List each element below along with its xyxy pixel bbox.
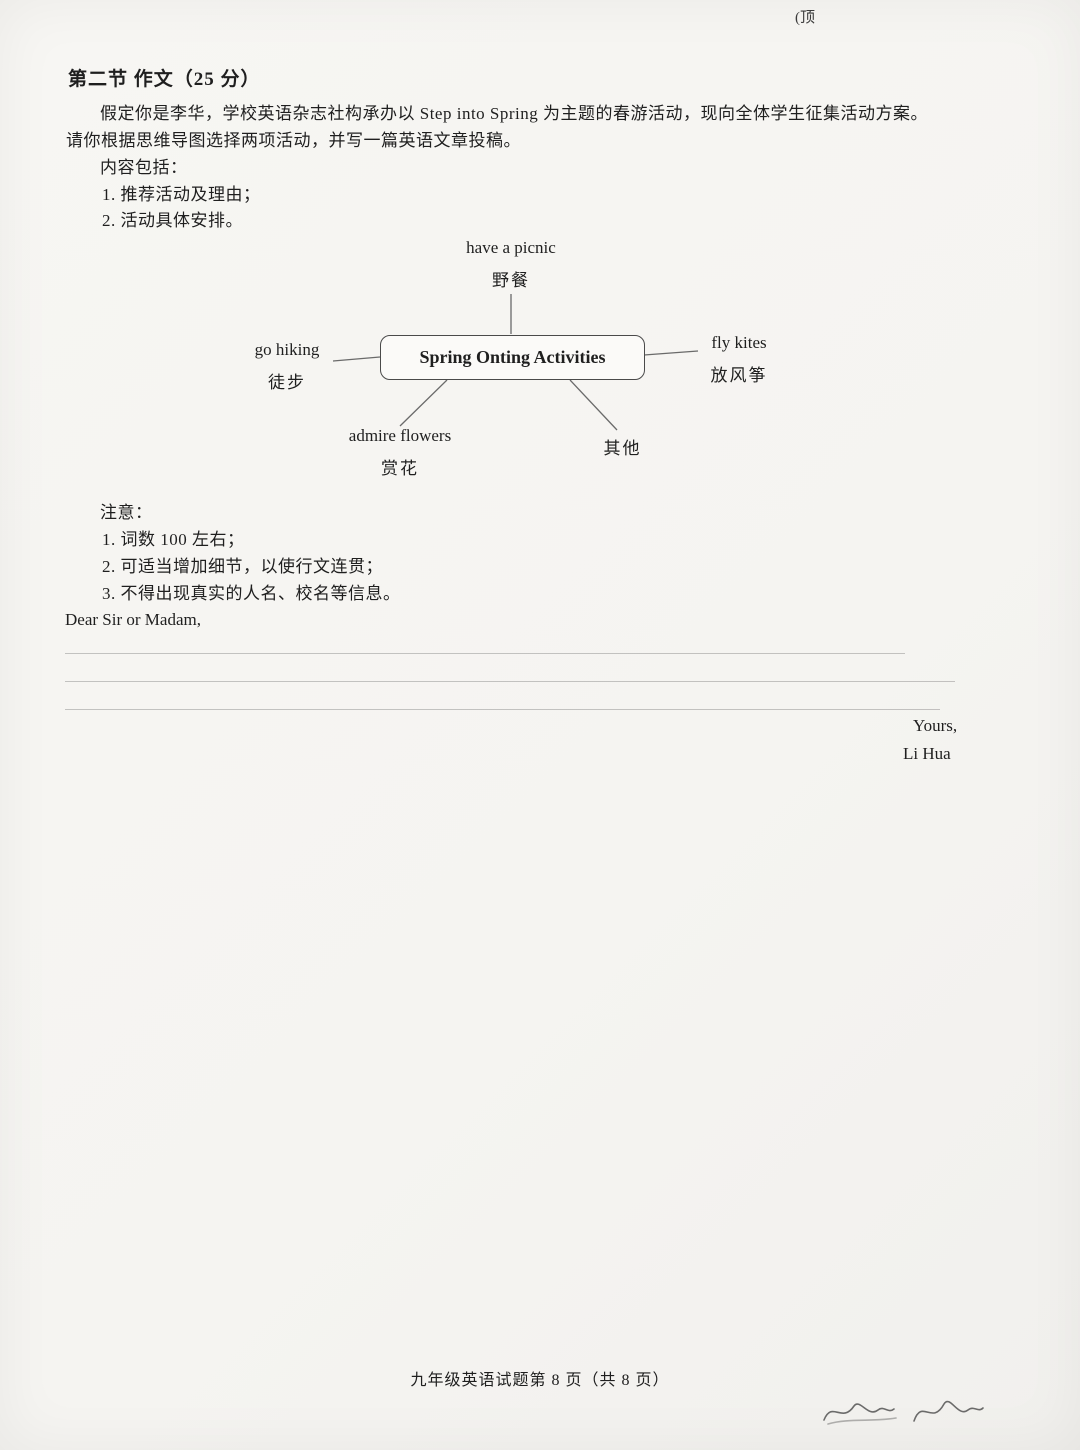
mindmap-node-other: 其他 — [560, 426, 685, 459]
notes-label: 注意： — [100, 503, 153, 522]
picnic-label-en: have a picnic — [466, 238, 556, 257]
letter-salutation: Dear Sir or Madam, — [65, 610, 201, 629]
content-label: 内容包括： — [100, 158, 188, 177]
mindmap-connector-lines — [332, 294, 699, 431]
kites-label-zh: 放风筝 — [710, 366, 768, 385]
note-item-1: 1. 词数 100 左右； — [102, 530, 245, 549]
other-label-zh: 其他 — [603, 439, 642, 458]
corner-note: (顶 — [795, 10, 815, 26]
task-intro-line1: 假定你是李华，学校英语杂志社构承办以 Step into Spring 为主题的… — [100, 104, 929, 123]
note-item-3: 3. 不得出现真实的人名、校名等信息。 — [102, 584, 401, 603]
mindmap-center-label: Spring Onting Activities — [419, 347, 606, 367]
mindmap-node-picnic: have a picnic 野餐 — [380, 238, 642, 291]
mindmap-center-box: Spring Onting Activities — [380, 335, 645, 380]
flowers-label-zh: 赏花 — [381, 459, 419, 478]
task-intro-line2: 请你根据思维导图选择两项活动，并写一篇英语文章投稿。 — [66, 131, 521, 150]
handwriting-scribble-icon — [823, 1400, 984, 1425]
content-item-2: 2. 活动具体安排。 — [102, 211, 243, 230]
section-heading: 第二节 作文（25 分） — [68, 69, 261, 90]
letter-closing: Yours, — [913, 716, 958, 735]
writing-line-1 — [65, 653, 905, 654]
mindmap-node-kites: fly kites 放风筝 — [675, 333, 803, 386]
mindmap: have a picnic 野餐 go hiking 徒步 Spring Ont… — [0, 230, 1080, 490]
page-footer: 九年级英语试题第 8 页（共 8 页） — [410, 1372, 670, 1389]
writing-line-3 — [65, 709, 940, 710]
picnic-label-zh: 野餐 — [492, 271, 530, 290]
writing-line-2 — [65, 681, 955, 682]
note-item-2: 2. 可适当增加细节，以使行文连贯； — [102, 557, 383, 576]
mindmap-node-flowers: admire flowers 赏花 — [328, 426, 472, 479]
hiking-label-zh: 徒步 — [268, 373, 306, 392]
flowers-label-en: admire flowers — [348, 426, 452, 445]
hiking-label-en: go hiking — [254, 340, 320, 359]
mindmap-node-hiking: go hiking 徒步 — [227, 340, 347, 393]
content-item-1: 1. 推荐活动及理由； — [102, 185, 261, 204]
kites-label-en: fly kites — [711, 333, 767, 352]
letter-signature: Li Hua — [903, 744, 951, 763]
